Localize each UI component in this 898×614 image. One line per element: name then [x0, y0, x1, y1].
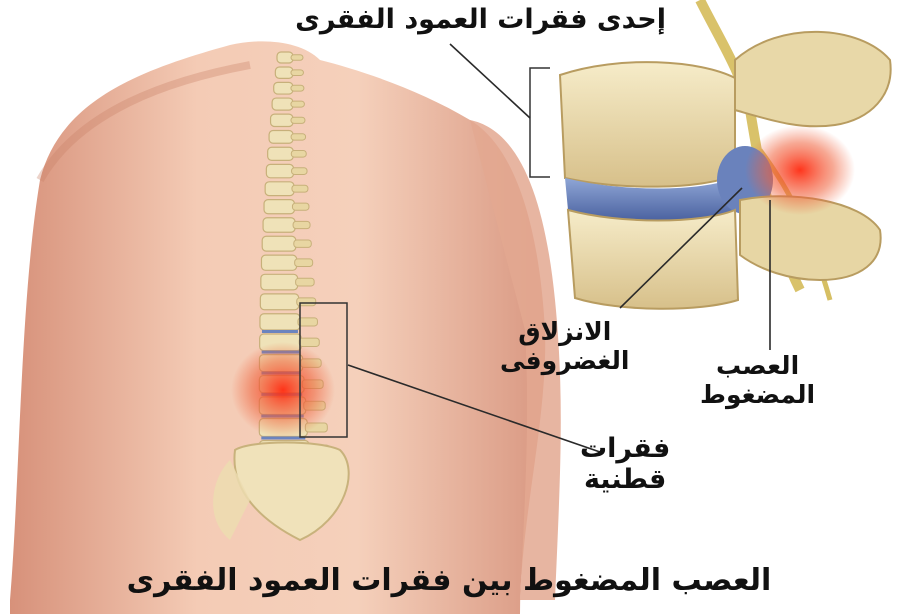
- vertebra-process-shape: [292, 203, 309, 210]
- lumbar-vertebrae-label-line-2: قطنية: [580, 464, 670, 495]
- vertebra-shape: [263, 218, 295, 233]
- compressed-nerve-label-line-1: العصب: [700, 352, 815, 381]
- vertebra-shape: [269, 131, 293, 144]
- vertebra-shape: [265, 182, 294, 196]
- vertebra-shape: [274, 82, 293, 94]
- vertebra-process-shape: [295, 259, 313, 267]
- vertebra-shape: [262, 236, 296, 251]
- disc-shape: [262, 330, 298, 333]
- vertebra-process-shape: [293, 221, 310, 228]
- vertebra-shape: [271, 114, 293, 126]
- vertebra-shape: [260, 314, 300, 330]
- compressed-nerve-label-line-2: المضغوط: [700, 381, 815, 410]
- vertebra-closeup: [530, 0, 898, 309]
- vertebra-shape: [260, 294, 298, 310]
- vertebra-process-shape: [292, 185, 308, 192]
- herniated-disc-label-line-1: الانزلاق: [500, 318, 629, 347]
- vertebra-process-shape: [291, 134, 306, 140]
- vertebra-process-shape: [291, 151, 306, 158]
- vertebra-shape: [266, 164, 293, 177]
- lumbar-vertebrae-label-line-1: فقرات: [580, 433, 670, 464]
- vertebra-shape: [268, 147, 294, 160]
- vertebra-shape: [261, 274, 298, 290]
- vertebra-process-shape: [298, 318, 318, 326]
- vertebra-shape: [275, 67, 293, 78]
- vertebra-process-shape: [291, 70, 304, 76]
- vertebra-process-shape: [296, 278, 315, 286]
- herniated-disc-label: الانزلاق الغضروفى: [500, 318, 629, 376]
- vertebra-shape: [261, 255, 296, 270]
- vertebra-process-shape: [291, 55, 303, 61]
- vertebra-shape: [272, 98, 293, 110]
- herniated-disc-label-line-2: الغضروفى: [500, 347, 629, 376]
- vertebra-process-shape: [291, 117, 305, 123]
- vertebra-process-shape: [291, 101, 305, 107]
- image-caption: العصب المضغوط بين فقرات العمود الفقرى: [0, 564, 898, 599]
- vertebra-process-shape: [292, 168, 308, 175]
- vertebra-process-shape: [299, 338, 319, 346]
- vertebra-process-shape: [294, 240, 312, 247]
- lumbar-vertebrae-label: فقرات قطنية: [580, 433, 670, 495]
- compressed-nerve-label: العصب المضغوط: [700, 352, 815, 410]
- vertebra-label: إحدى فقرات العمود الفقرى: [295, 4, 666, 35]
- vertebra-shape: [264, 200, 294, 214]
- vertebra-process-shape: [291, 85, 304, 91]
